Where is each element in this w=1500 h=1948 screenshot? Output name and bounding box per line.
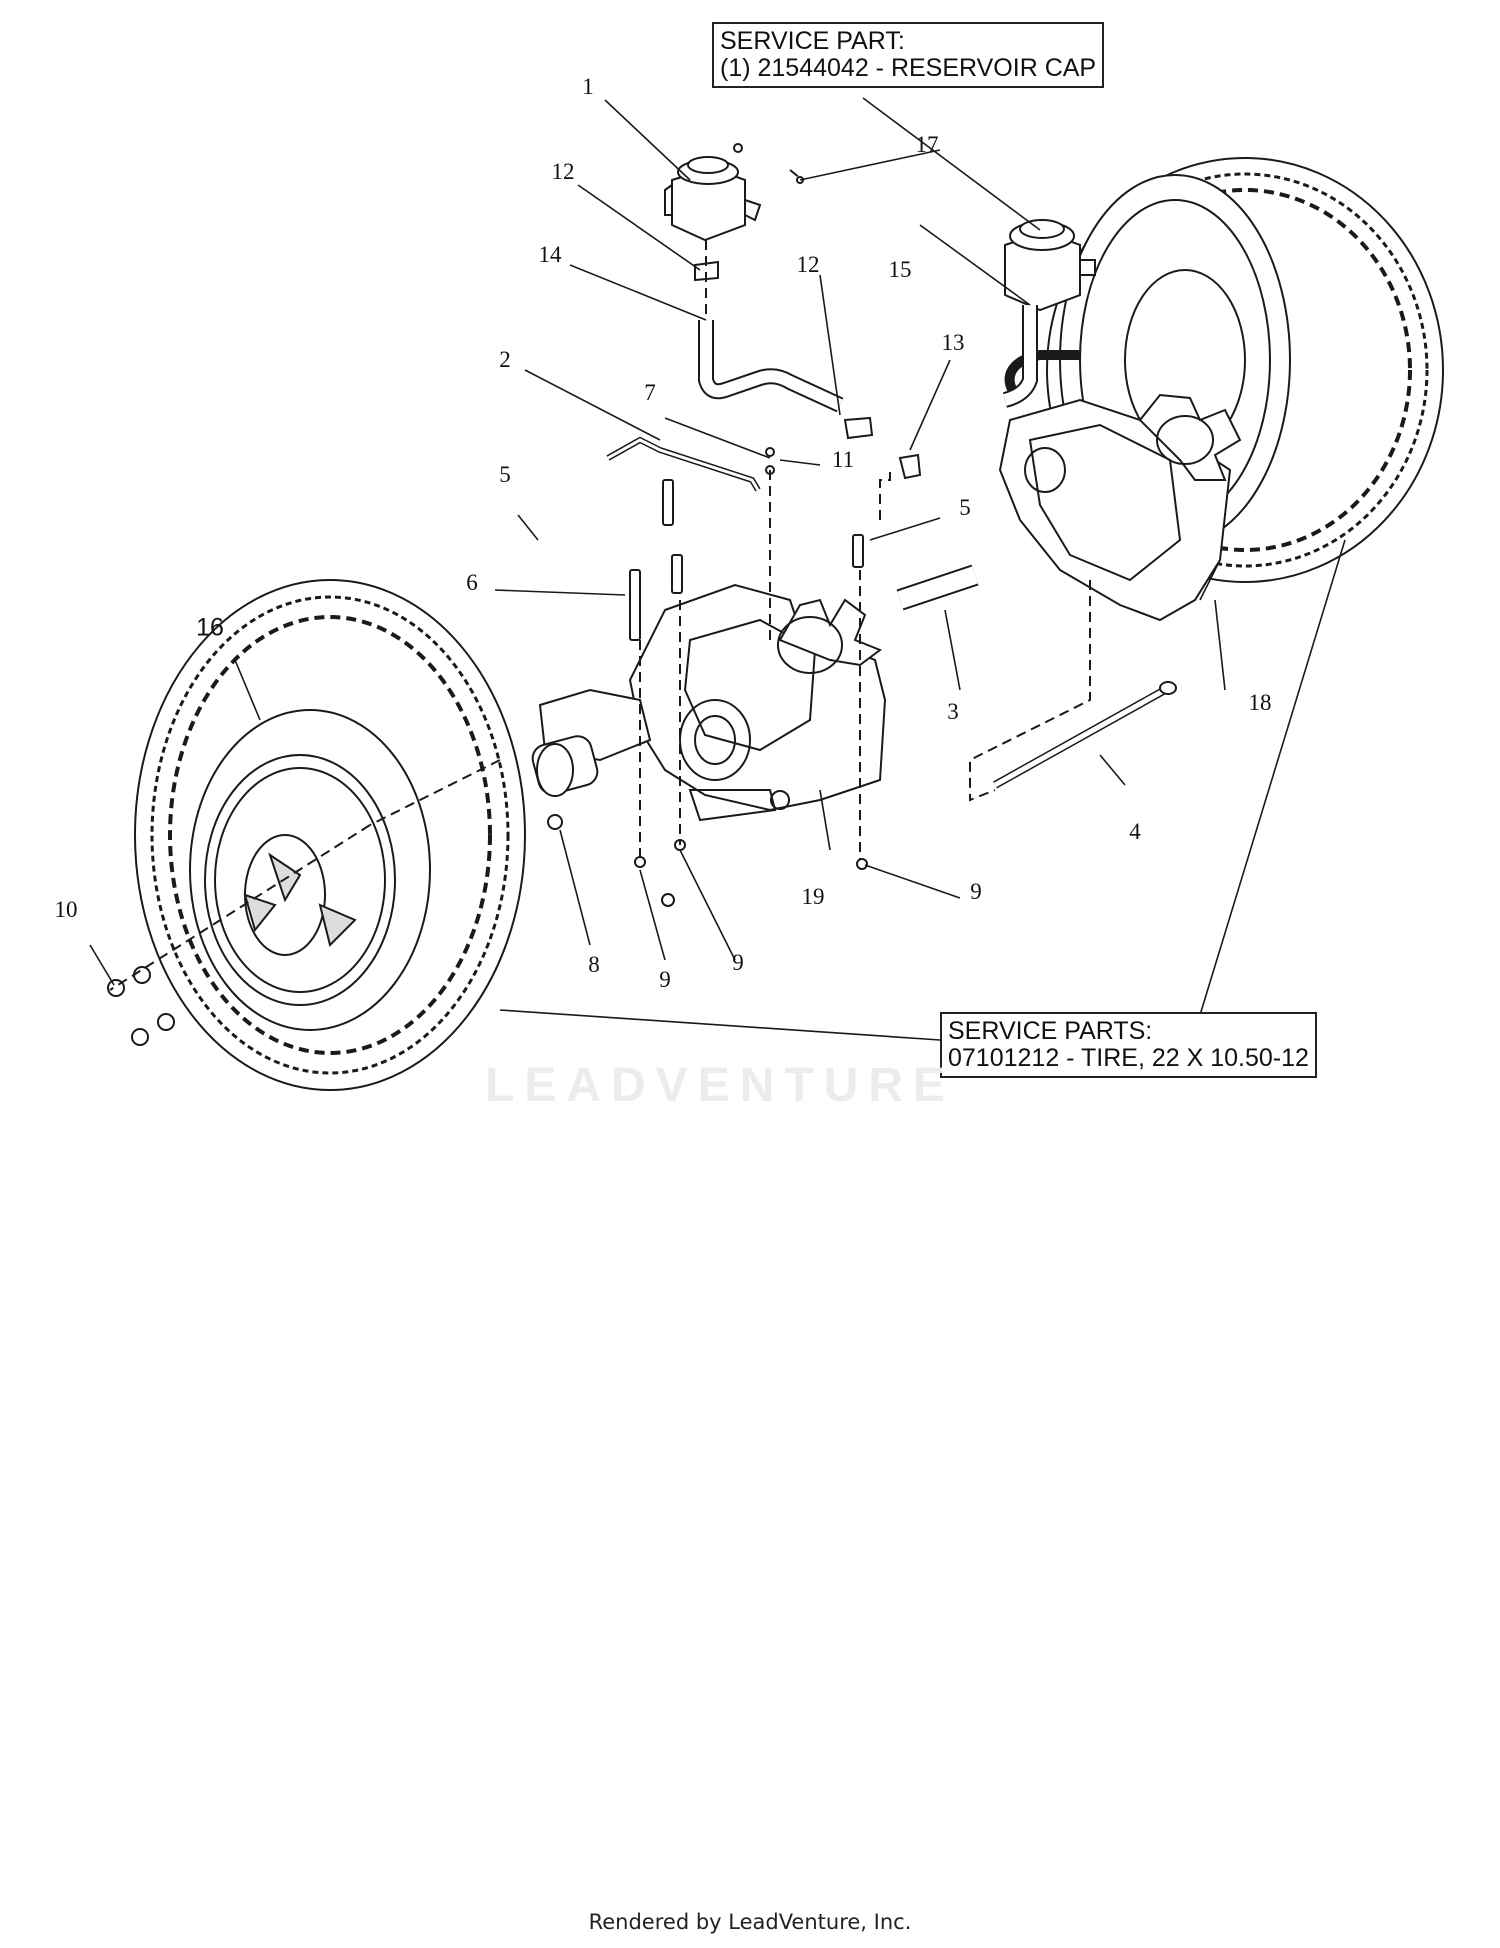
part-number-9-right: 9 bbox=[970, 879, 982, 904]
part-number-7: 7 bbox=[644, 380, 656, 405]
rendered-by-footer: Rendered by LeadVenture, Inc. bbox=[588, 1910, 912, 1934]
reservoir-callout-part: (1) 21544042 - RESERVOIR CAP bbox=[720, 54, 1097, 82]
tire-callout-title: SERVICE PARTS: bbox=[948, 1017, 1153, 1045]
hoses bbox=[698, 305, 1038, 413]
part-number-1: 1 bbox=[582, 74, 594, 99]
part-number-17: 17 bbox=[915, 132, 939, 157]
part-number-18: 18 bbox=[1248, 690, 1272, 715]
leadventure-watermark: LEADVENTURE bbox=[485, 1059, 956, 1112]
part-number-8: 8 bbox=[588, 952, 600, 977]
left-reservoir bbox=[664, 156, 762, 242]
reservoir-callout-title: SERVICE PART: bbox=[720, 27, 905, 55]
leader-lines bbox=[89, 97, 1346, 1041]
right-transaxle bbox=[998, 350, 1242, 622]
reservoir-cap-callout: SERVICE PART: (1) 21544042 - RESERVOIR C… bbox=[712, 22, 1105, 88]
part-number-3: 3 bbox=[947, 699, 959, 724]
part-number-12-right: 12 bbox=[796, 252, 820, 277]
assembly-lines bbox=[109, 169, 1091, 991]
left-tire bbox=[134, 579, 526, 1091]
left-transaxle bbox=[531, 583, 887, 822]
part-number-11: 11 bbox=[831, 447, 855, 472]
right-reservoir bbox=[1004, 219, 1096, 312]
tire-callout: SERVICE PARTS: 07101212 - TIRE, 22 X 10.… bbox=[940, 1012, 1317, 1078]
small-parts bbox=[107, 143, 1177, 1046]
part-number-9-center: 9 bbox=[732, 950, 744, 975]
part-number-13: 13 bbox=[941, 330, 965, 355]
part-number-19: 19 bbox=[801, 884, 825, 909]
part-number-9-left: 9 bbox=[659, 967, 671, 992]
part-number-10: 10 bbox=[54, 897, 78, 922]
part-number-14: 14 bbox=[538, 242, 562, 267]
part-number-6: 6 bbox=[466, 570, 478, 595]
part-number-16: 16 bbox=[196, 613, 224, 642]
part-number-5-left: 5 bbox=[499, 462, 511, 487]
part-number-5-right: 5 bbox=[959, 495, 971, 520]
part-number-15: 15 bbox=[888, 257, 912, 282]
tire-callout-part: 07101212 - TIRE, 22 X 10.50-12 bbox=[948, 1044, 1309, 1072]
part-number-4: 4 bbox=[1129, 819, 1141, 844]
part-number-12-left: 12 bbox=[551, 159, 575, 184]
part-number-2: 2 bbox=[499, 347, 511, 372]
